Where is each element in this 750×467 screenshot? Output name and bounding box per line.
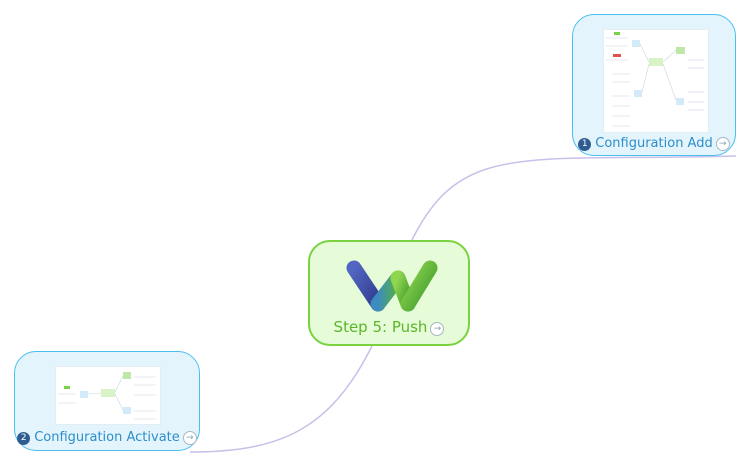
thumbnail-graphic: [606, 32, 704, 127]
link-arrow-icon[interactable]: →: [715, 137, 730, 151]
mindmap-thumbnail: [603, 29, 709, 133]
link-arrow-icon[interactable]: →: [182, 431, 197, 445]
w-logo-icon: [346, 260, 438, 312]
connector-add: [409, 155, 737, 245]
central-label-text: Step 5: Push: [333, 318, 428, 336]
topic-add-text: Configuration Add: [595, 136, 713, 151]
number-badge-2: 2: [17, 432, 31, 445]
topic-activate-text: Configuration Activate: [34, 430, 180, 445]
connector-activate: [189, 345, 373, 453]
central-topic[interactable]: Step 5: Push→: [308, 240, 470, 346]
number-badge-1: 1: [578, 138, 592, 151]
thumbnail-graphic: [58, 372, 156, 420]
central-label: Step 5: Push→: [310, 318, 468, 336]
link-arrow-icon[interactable]: →: [430, 322, 445, 336]
mindmap-thumbnail: [55, 366, 161, 425]
